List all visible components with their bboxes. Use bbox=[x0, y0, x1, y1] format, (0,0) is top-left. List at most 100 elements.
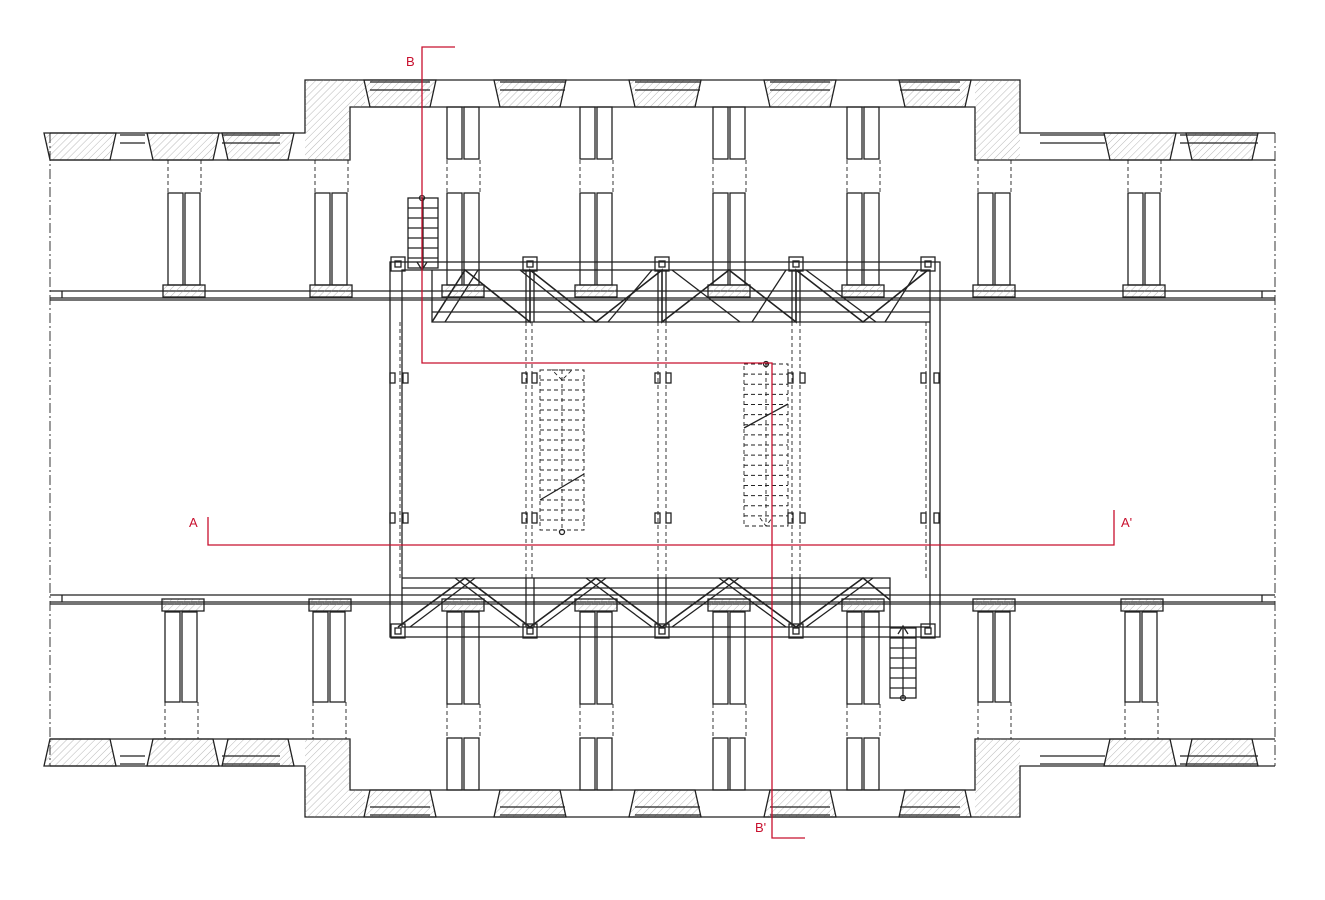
column-base bbox=[309, 284, 353, 298]
wall-pier bbox=[1103, 132, 1177, 161]
column bbox=[977, 611, 994, 703]
column-base bbox=[574, 284, 618, 298]
column bbox=[596, 192, 613, 286]
truss-lower-member bbox=[671, 577, 740, 628]
column bbox=[977, 192, 994, 286]
truss-bearing-inner bbox=[658, 627, 666, 635]
column-bearing bbox=[402, 512, 409, 524]
column bbox=[579, 106, 596, 160]
column-base bbox=[841, 598, 885, 612]
column bbox=[846, 737, 863, 791]
column bbox=[184, 192, 201, 286]
truss-lower-member bbox=[718, 577, 787, 628]
column-base bbox=[441, 598, 485, 612]
column-base bbox=[972, 284, 1016, 298]
truss-bearing bbox=[654, 623, 670, 639]
truss-bearing bbox=[920, 256, 936, 272]
truss-bearing bbox=[390, 623, 406, 639]
column-bearing bbox=[665, 512, 672, 524]
truss-upper-member bbox=[884, 269, 919, 323]
truss-lower-member bbox=[539, 577, 607, 628]
column bbox=[1127, 192, 1144, 286]
column-base bbox=[841, 284, 885, 298]
column-bearing bbox=[920, 372, 927, 384]
stair-arrow bbox=[550, 369, 574, 381]
column bbox=[331, 192, 348, 286]
column-bearing bbox=[933, 372, 940, 384]
column-bearing bbox=[654, 512, 661, 524]
column-base bbox=[441, 284, 485, 298]
wall-pier bbox=[628, 789, 702, 818]
wall-corner-hatch bbox=[975, 80, 1020, 107]
column bbox=[446, 106, 463, 160]
column-base bbox=[707, 598, 751, 612]
truss-lower-member bbox=[805, 577, 874, 628]
truss-bearing-inner bbox=[394, 627, 402, 635]
truss-upper-member bbox=[444, 269, 479, 323]
column-bearing bbox=[799, 512, 806, 524]
truss-upper-member bbox=[805, 269, 877, 323]
column-bearing bbox=[799, 372, 806, 384]
column bbox=[596, 611, 613, 705]
truss-lower-member bbox=[409, 577, 476, 628]
truss-lower-member bbox=[454, 577, 521, 628]
wall-pier bbox=[628, 79, 702, 108]
wall-pier bbox=[1185, 738, 1259, 767]
wall-corner-hatch bbox=[305, 790, 365, 817]
section-line-a bbox=[207, 510, 1115, 546]
truss-bearing-inner bbox=[526, 260, 534, 268]
building-structure bbox=[43, 79, 1275, 818]
section-label-b-prime: B' bbox=[755, 820, 766, 835]
truss-upper-member bbox=[519, 269, 586, 323]
column bbox=[712, 192, 729, 286]
column bbox=[994, 611, 1011, 703]
wall-corner-hatch bbox=[975, 107, 1020, 160]
column-base bbox=[1122, 284, 1166, 298]
truss-bearing-inner bbox=[658, 260, 666, 268]
truss-bearing-inner bbox=[924, 260, 932, 268]
wall-pier bbox=[898, 789, 972, 818]
column bbox=[463, 106, 480, 160]
column-bearing bbox=[389, 372, 396, 384]
wall-pier bbox=[763, 789, 837, 818]
wall-pier bbox=[898, 79, 972, 108]
wall-corner-hatch bbox=[975, 739, 1020, 790]
truss-bearing bbox=[788, 623, 804, 639]
column bbox=[729, 611, 746, 705]
column-base bbox=[707, 284, 751, 298]
wall-pier bbox=[221, 738, 295, 767]
stair-arrow bbox=[759, 517, 773, 527]
section-label-b: B bbox=[406, 54, 415, 69]
column bbox=[712, 611, 729, 705]
column-bearing bbox=[665, 372, 672, 384]
wall-pier bbox=[1185, 132, 1259, 161]
column bbox=[329, 611, 346, 703]
truss-lower bbox=[397, 576, 891, 628]
column bbox=[579, 611, 596, 705]
wall-pier bbox=[763, 79, 837, 108]
truss-bearing bbox=[654, 256, 670, 272]
column bbox=[446, 737, 463, 791]
hidden-lines bbox=[49, 133, 1276, 766]
truss-lower-member bbox=[585, 577, 653, 628]
column bbox=[846, 106, 863, 160]
column-bearing bbox=[654, 372, 661, 384]
stair-arrow bbox=[897, 624, 909, 635]
wall-pier bbox=[363, 789, 437, 818]
column-bearing bbox=[521, 512, 528, 524]
wall-pier bbox=[363, 79, 437, 108]
column-bearing bbox=[389, 512, 396, 524]
wall-pier bbox=[1103, 738, 1177, 767]
wall-corner-hatch bbox=[975, 790, 1020, 817]
column-bearing bbox=[531, 512, 538, 524]
wall-pier bbox=[146, 132, 220, 161]
truss-bearing bbox=[788, 256, 804, 272]
column bbox=[846, 192, 863, 286]
column bbox=[167, 192, 184, 286]
wall-corner-hatch bbox=[305, 107, 350, 160]
column-bearing bbox=[933, 512, 940, 524]
column bbox=[596, 106, 613, 160]
column bbox=[463, 611, 480, 705]
column bbox=[446, 611, 463, 705]
truss-bearing bbox=[920, 623, 936, 639]
